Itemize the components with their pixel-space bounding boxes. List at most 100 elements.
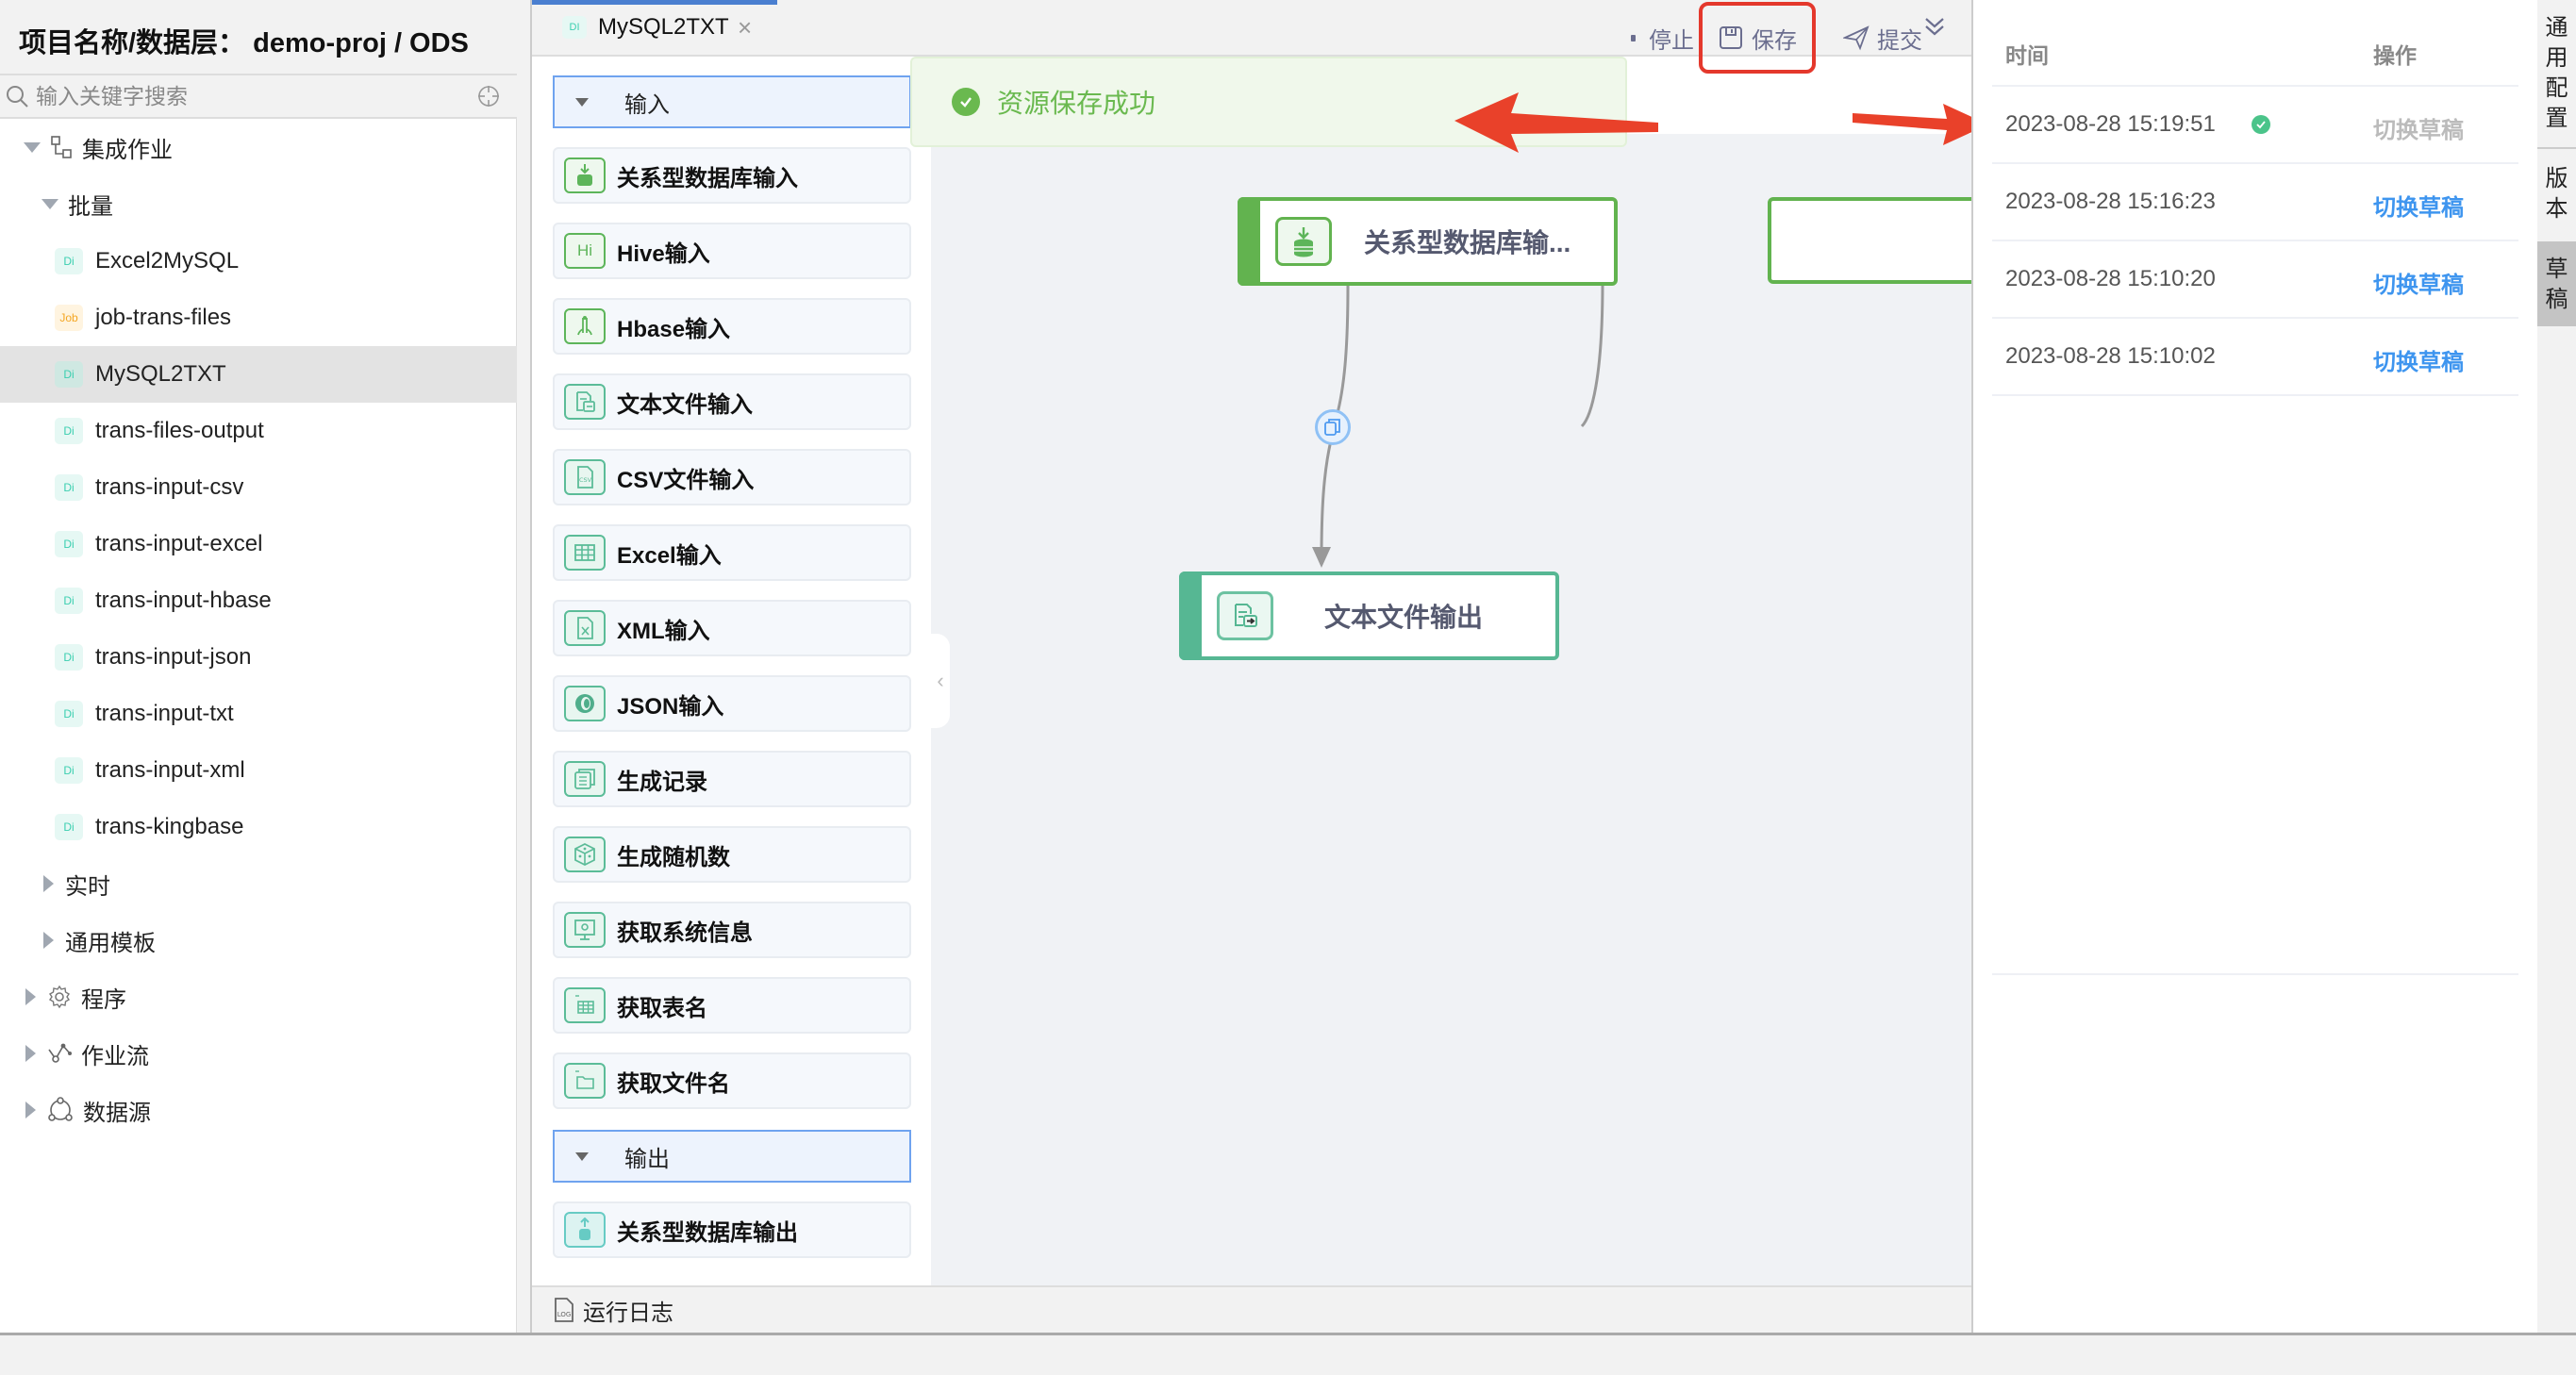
save-button[interactable]: 保存 bbox=[1699, 2, 1816, 74]
group-header-input[interactable]: 输入 bbox=[553, 75, 911, 128]
group-header-output[interactable]: 输出 bbox=[553, 1130, 911, 1183]
project-title: 项目名称/数据层： demo-proj / ODS bbox=[19, 28, 469, 58]
caret-right-icon[interactable] bbox=[43, 875, 54, 892]
datasource-icon bbox=[48, 1097, 73, 1121]
caret-right-icon[interactable] bbox=[25, 1045, 36, 1062]
switch-draft-button[interactable]: 切换草稿 bbox=[2373, 195, 2464, 221]
tool-xml-input[interactable]: XML输入 bbox=[553, 600, 911, 656]
run-log-bar[interactable]: LOG 运行日志 bbox=[532, 1285, 1973, 1333]
tool-get-table-names[interactable]: 获取表名 bbox=[553, 977, 911, 1034]
tree-item-integration-jobs[interactable]: 集成作业 bbox=[0, 119, 517, 175]
stop-button[interactable]: 停止 bbox=[1630, 19, 1694, 57]
tool-db-output[interactable]: 关系型数据库输出 bbox=[553, 1201, 911, 1258]
tree-item-label: trans-files-output bbox=[95, 418, 264, 443]
caret-right-icon[interactable] bbox=[25, 1102, 36, 1118]
svg-text:CSV: CSV bbox=[579, 476, 592, 484]
hbase-icon bbox=[564, 308, 606, 344]
tree-item-label: trans-input-hbase bbox=[95, 588, 272, 613]
save-label: 保存 bbox=[1752, 27, 1797, 54]
close-icon[interactable]: × bbox=[738, 13, 753, 41]
tool-generate-records[interactable]: 生成记录 bbox=[553, 751, 911, 807]
caret-down-icon[interactable] bbox=[24, 141, 41, 153]
tree-item-templates[interactable]: 通用模板 bbox=[0, 912, 517, 969]
flow-edge[interactable] bbox=[931, 58, 1973, 1285]
di-badge-icon: Di bbox=[55, 531, 83, 557]
xml-icon bbox=[564, 610, 606, 646]
tree-item-job-trans-files[interactable]: Job job-trans-files bbox=[0, 290, 517, 346]
tool-text-file-input[interactable]: 文本文件输入 bbox=[553, 373, 911, 430]
generate-records-icon bbox=[564, 761, 606, 797]
switch-draft-button[interactable]: 切换草稿 bbox=[2373, 273, 2464, 298]
tool-excel-input[interactable]: Excel输入 bbox=[553, 524, 911, 581]
vtab-general-config[interactable]: 通用配置 bbox=[2537, 0, 2576, 149]
tree-item-trans-input-json[interactable]: Di trans-input-json bbox=[0, 629, 517, 686]
divider bbox=[1992, 973, 2518, 975]
project-sidebar: 项目名称/数据层： demo-proj / ODS 集成作业 批量 Di Exc… bbox=[0, 0, 517, 1333]
success-toast: 资源保存成功 bbox=[910, 57, 1627, 147]
active-tab-indicator bbox=[532, 0, 777, 5]
locate-icon[interactable] bbox=[476, 84, 501, 108]
chevron-double-down-icon[interactable] bbox=[1920, 13, 1949, 41]
tree-item-workflow[interactable]: 作业流 bbox=[0, 1025, 517, 1082]
tree-item-trans-files-output[interactable]: Di trans-files-output bbox=[0, 403, 517, 459]
tree-item-programs[interactable]: 程序 bbox=[0, 969, 517, 1025]
tool-label: CSV文件输入 bbox=[617, 467, 755, 493]
flow-connector bbox=[1312, 284, 1350, 568]
tool-csv-input[interactable]: CSV CSV文件输入 bbox=[553, 449, 911, 505]
tree-item-trans-input-excel[interactable]: Di trans-input-excel bbox=[0, 516, 517, 572]
caret-down-icon[interactable] bbox=[42, 198, 58, 209]
tool-system-info[interactable]: 获取系统信息 bbox=[553, 902, 911, 958]
tree-item-excel2mysql[interactable]: Di Excel2MySQL bbox=[0, 233, 517, 290]
tab-mysql2txt[interactable]: DI MySQL2TXT × bbox=[532, 0, 777, 57]
tree-item-trans-input-txt[interactable]: Di trans-input-txt bbox=[0, 686, 517, 742]
copy-mode-icon[interactable] bbox=[1315, 409, 1351, 445]
tool-hive-input[interactable]: Hi Hive输入 bbox=[553, 223, 911, 279]
tool-hbase-input[interactable]: Hbase输入 bbox=[553, 298, 911, 355]
di-badge-icon: Di bbox=[55, 814, 83, 840]
sidebar-search bbox=[0, 75, 517, 119]
search-input[interactable] bbox=[36, 81, 460, 111]
tree-item-label: Excel2MySQL bbox=[95, 248, 240, 273]
di-badge-icon: Di bbox=[55, 474, 83, 501]
dice-icon bbox=[564, 837, 606, 872]
tree-item-label: trans-input-xml bbox=[95, 757, 245, 783]
node-text-file-output[interactable]: 文本文件输出 bbox=[1179, 572, 1559, 660]
tool-json-input[interactable]: JSON输入 bbox=[553, 675, 911, 732]
component-toolbox: 输入 关系型数据库输入 Hi Hive输入 Hbase输入 文本文件输入 CSV… bbox=[532, 58, 931, 1285]
tool-get-file-names[interactable]: 获取文件名 bbox=[553, 1052, 911, 1109]
collapse-toolbox-button[interactable]: ‹ bbox=[931, 634, 950, 728]
column-header-action: 操作 bbox=[2373, 43, 2417, 68]
tool-generate-random[interactable]: 生成随机数 bbox=[553, 826, 911, 883]
switch-draft-button[interactable]: 切换草稿 bbox=[2373, 350, 2464, 375]
caret-right-icon[interactable] bbox=[43, 932, 54, 949]
node-db-input[interactable]: 关系型数据库输... bbox=[1238, 197, 1618, 286]
tree-item-trans-input-csv[interactable]: Di trans-input-csv bbox=[0, 459, 517, 516]
tree-item-realtime[interactable]: 实时 bbox=[0, 855, 517, 912]
vtab-label: 版本 bbox=[2545, 166, 2568, 222]
draft-row: 2023-08-28 15:10:20 切换草稿 bbox=[1992, 241, 2518, 319]
caret-right-icon[interactable] bbox=[25, 988, 36, 1005]
draft-time: 2023-08-28 15:19:51 bbox=[2005, 111, 2216, 137]
node-label: 文本文件输出 bbox=[1324, 603, 1484, 632]
tree-item-batch[interactable]: 批量 bbox=[0, 175, 517, 232]
draft-time: 2023-08-28 15:10:20 bbox=[2005, 266, 2216, 291]
vtab-versions[interactable]: 版本 bbox=[2537, 151, 2576, 241]
tree-item-datasource[interactable]: 数据源 bbox=[0, 1082, 517, 1138]
switch-draft-button: 切换草稿 bbox=[2373, 118, 2464, 143]
tree-item-trans-kingbase[interactable]: Di trans-kingbase bbox=[0, 799, 517, 855]
submit-button[interactable]: 提交 bbox=[1843, 19, 1922, 57]
tool-db-input[interactable]: 关系型数据库输入 bbox=[553, 147, 911, 204]
tree-item-label: trans-input-txt bbox=[95, 701, 234, 726]
vtab-drafts[interactable]: 草稿 bbox=[2537, 241, 2576, 326]
di-badge-icon: Di bbox=[55, 418, 83, 444]
tree-item-trans-input-xml[interactable]: Di trans-input-xml bbox=[0, 742, 517, 799]
tree-item-mysql2txt[interactable]: Di MySQL2TXT bbox=[0, 346, 517, 403]
tree-item-label: 批量 bbox=[68, 193, 113, 220]
column-header-time: 时间 bbox=[2005, 43, 2049, 68]
tree-item-trans-input-hbase[interactable]: Di trans-input-hbase bbox=[0, 572, 517, 629]
current-draft-check-icon bbox=[2252, 115, 2270, 134]
hive-icon: Hi bbox=[564, 233, 606, 269]
tree-item-label: MySQL2TXT bbox=[95, 361, 226, 387]
gear-icon bbox=[49, 985, 70, 1009]
tree-item-label: 集成作业 bbox=[82, 137, 173, 163]
